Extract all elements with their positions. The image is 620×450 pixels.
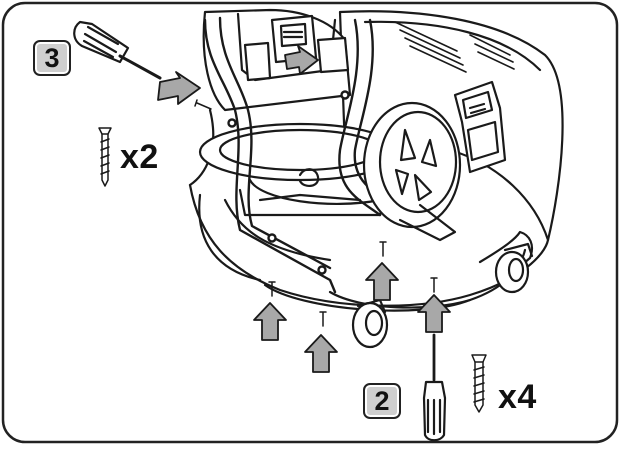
screwdriver-icon [73,20,162,80]
screw-icon [471,354,487,413]
caster-wheel-icon [494,242,534,294]
step-badge: 3 [33,40,71,76]
arrow-up-1 [253,302,287,341]
arrow-diagonal-left [157,71,201,105]
caster-wheel-icon [351,298,389,349]
arrow-up-3 [365,262,399,301]
quantity-label: x2 [120,138,159,176]
arrow-up-2 [304,334,338,373]
quantity-label: x4 [498,378,537,416]
step-badge: 2 [363,383,401,419]
direction-arrows [157,45,451,373]
screwdriver-icon [422,333,447,442]
motor-grille-icon [394,21,515,73]
handle-frame [203,16,397,294]
side-wheel [362,101,462,242]
motor-housing [202,8,564,242]
screw-icon [98,127,112,187]
arrow-up-4 [417,294,451,333]
power-switch [453,80,507,174]
arrow-diagonal-latch [284,45,319,75]
screw-icon [194,99,438,327]
